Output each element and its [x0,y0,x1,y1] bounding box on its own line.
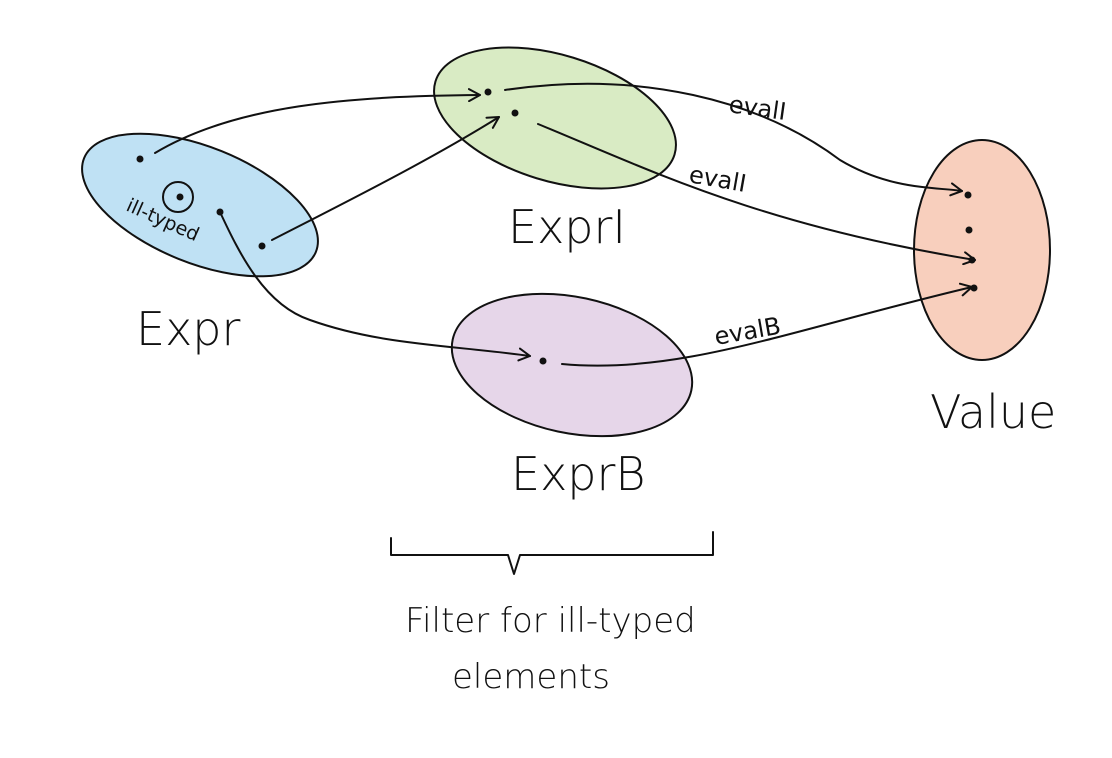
element-dot [970,284,978,292]
element-dot [484,88,492,96]
expr-i-label: ExprI [508,200,626,254]
element-dot [216,208,224,216]
element-dot [176,193,184,201]
element-dot [539,357,547,365]
eval-i-bottom-label: evalI [687,160,748,198]
arrow-expr-to-exprb [219,211,531,362]
arrow-evali-top [504,82,963,197]
filter-note-line2: elements [452,657,610,697]
arrow-expr-to-expri-bottom [271,116,500,241]
filter-note-line1: Filter for ill-typed [405,601,696,641]
arrow-evali-bottom [537,123,976,266]
arrow-expr-to-expri-top [154,88,481,154]
element-dot [965,226,973,234]
element-dot [511,109,519,117]
expr-set [81,132,319,278]
element-dot [968,256,976,264]
arrow-evalb [561,282,973,367]
eval-i-top-label: evalI [727,90,788,126]
ill-typed-ring [162,181,194,213]
eval-b-label: evalB [712,312,783,351]
element-dot [136,155,144,163]
expr-label: Expr [136,302,240,356]
expr-b-label: ExprB [511,447,646,501]
value-set [913,139,1051,361]
filter-brace [390,531,714,575]
expr-i-set [433,46,677,190]
element-dot [258,242,266,250]
value-label: Value [930,385,1056,439]
element-dot [964,191,972,199]
